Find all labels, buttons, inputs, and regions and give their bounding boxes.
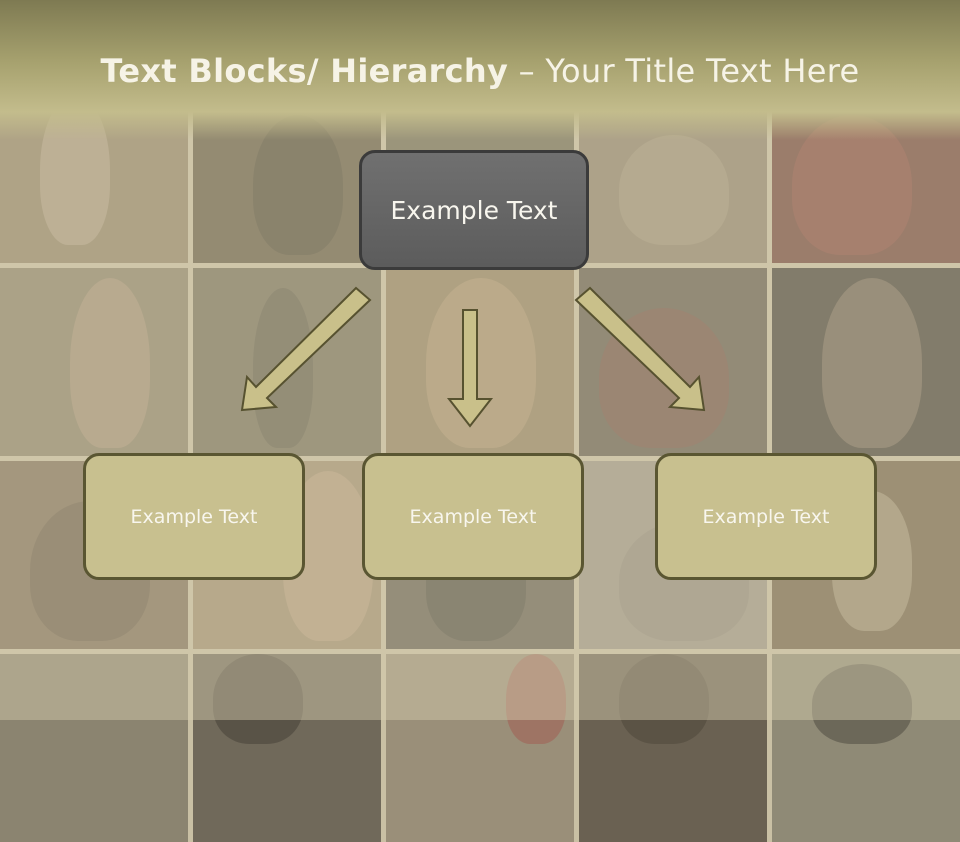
child-text-block-2: Example Text	[362, 453, 584, 580]
title-rest: – Your Title Text Here	[508, 52, 860, 90]
child-text-block-label: Example Text	[409, 505, 537, 528]
child-text-block-3: Example Text	[655, 453, 877, 580]
arrow-down-right-icon	[574, 286, 706, 412]
title-band	[0, 0, 960, 140]
root-text-block: Example Text	[359, 150, 589, 270]
child-text-block-1: Example Text	[83, 453, 305, 580]
child-text-block-label: Example Text	[130, 505, 258, 528]
child-text-block-label: Example Text	[702, 505, 830, 528]
hierarchy-arrows	[240, 286, 706, 428]
collage-photo	[0, 268, 188, 456]
arrow-down-left-icon	[240, 286, 372, 412]
collage-photo	[772, 268, 960, 456]
root-text-block-label: Example Text	[390, 195, 558, 225]
page-title: Text Blocks/ Hierarchy – Your Title Text…	[0, 52, 960, 90]
collage-photo	[386, 268, 574, 456]
title-bold: Text Blocks/ Hierarchy	[100, 52, 509, 90]
arrow-down-icon	[446, 309, 494, 428]
